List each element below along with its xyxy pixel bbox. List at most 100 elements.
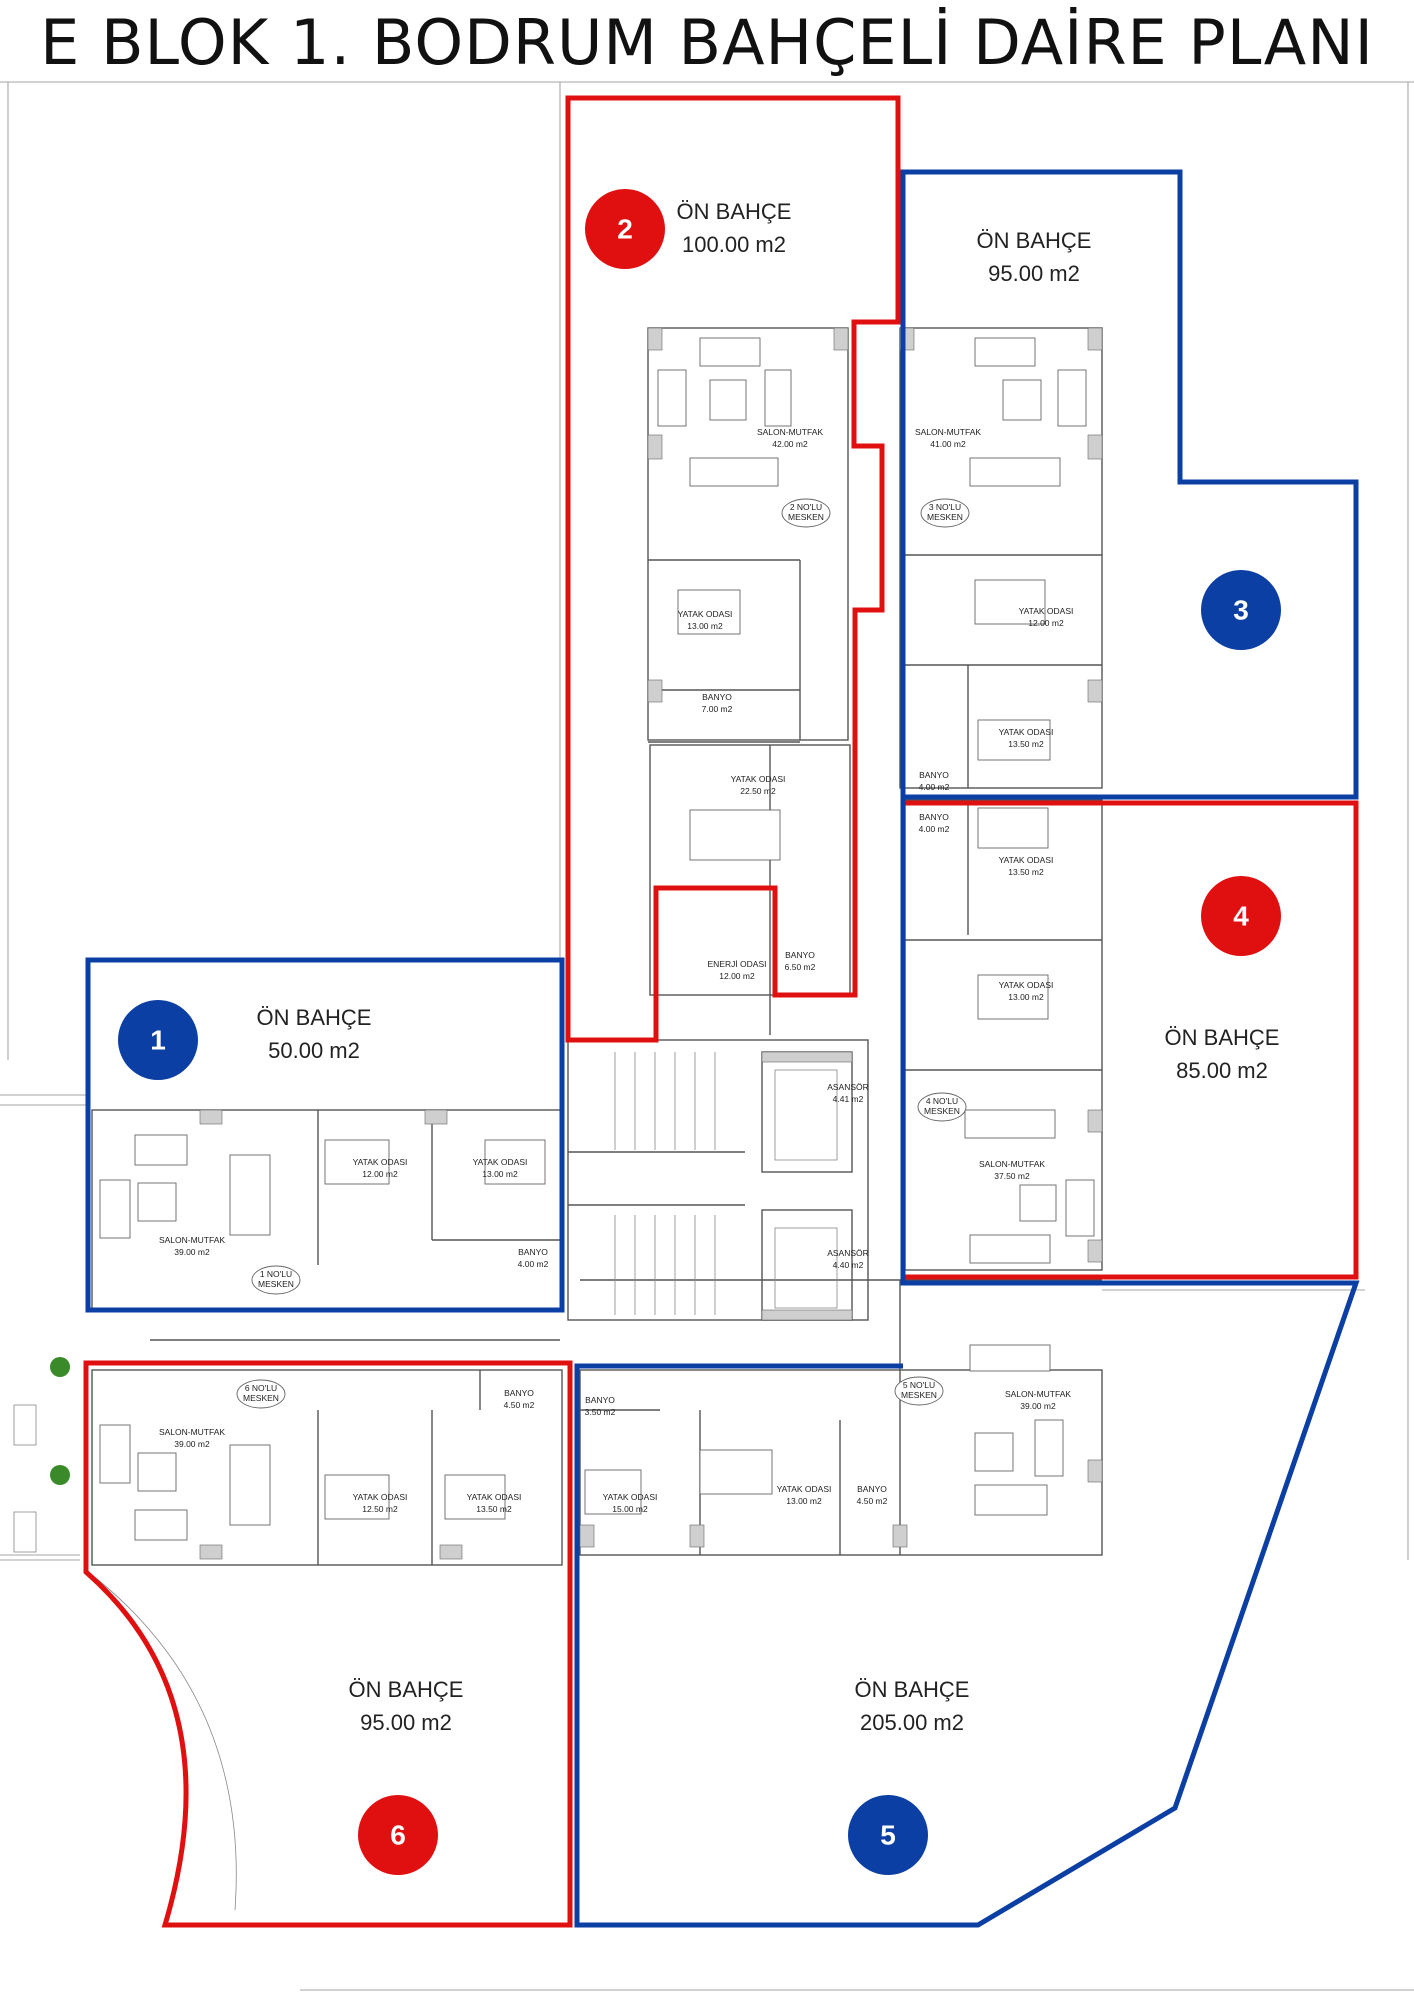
garden-area-6: 95.00 m2 — [360, 1710, 452, 1735]
mesken-badge-4-line2: MESKEN — [924, 1106, 960, 1116]
room-name: YATAK ODASI — [731, 774, 786, 784]
unit-4-outline — [900, 800, 1359, 1280]
garden-label-5: ÖN BAHÇE — [855, 1677, 970, 1702]
mesken-badge-5-line1: 5 NO'LU — [903, 1380, 935, 1390]
room-area: 12.50 m2 — [362, 1504, 398, 1514]
room-name: BANYO — [785, 950, 815, 960]
unit-number-2: 2 — [617, 214, 633, 245]
unit-badge-1 — [118, 1000, 198, 1080]
unit-badge-2 — [585, 189, 665, 269]
room-name: YATAK ODASI — [353, 1157, 408, 1167]
garden-label-1: ÖN BAHÇE — [257, 1005, 372, 1030]
garden-label-4: ÖN BAHÇE — [1165, 1025, 1280, 1050]
unit-outlines — [83, 95, 1360, 1928]
room-name: YATAK ODASI — [603, 1492, 658, 1502]
room-name: YATAK ODASI — [678, 609, 733, 619]
room-name: YATAK ODASI — [777, 1484, 832, 1494]
mesken-badge-3-line1: 3 NO'LU — [929, 502, 961, 512]
room-name: BANYO — [919, 812, 949, 822]
room-area: 22.50 m2 — [740, 786, 776, 796]
room-name: BANYO — [857, 1484, 887, 1494]
unit-2-outline — [565, 95, 901, 1043]
garden-label-3: ÖN BAHÇE — [977, 228, 1092, 253]
room-area: 39.00 m2 — [1020, 1401, 1056, 1411]
mesken-badge-2-line2: MESKEN — [788, 512, 824, 522]
garden-area-2: 100.00 m2 — [682, 232, 786, 257]
unit-badge-3 — [1201, 570, 1281, 650]
unit-1-outline — [85, 957, 565, 1313]
unit-number-3: 3 — [1233, 595, 1249, 626]
room-name: YATAK ODASI — [467, 1492, 522, 1502]
building-walls — [91, 327, 1365, 1911]
room-area: 3.50 m2 — [585, 1407, 616, 1417]
garden-area-1: 50.00 m2 — [268, 1038, 360, 1063]
energy-room-name: ENERJİ ODASI — [707, 959, 766, 969]
room-area: 12.00 m2 — [362, 1169, 398, 1179]
site-lines — [0, 81, 1414, 1991]
room-name: SALON-MUTFAK — [915, 427, 981, 437]
unit-badge-4 — [1201, 876, 1281, 956]
mesken-badge-6-line2: MESKEN — [243, 1393, 279, 1403]
plants — [13, 1357, 70, 1553]
room-area: 4.50 m2 — [504, 1400, 535, 1410]
garden-area-3: 95.00 m2 — [988, 261, 1080, 286]
mesken-badge-1-line1: 1 NO'LU — [260, 1269, 292, 1279]
elevator-bottom-name: ASANSÖR — [827, 1248, 869, 1258]
room-labels: SALON-MUTFAK 42.00 m2 YATAK ODASI 13.00 … — [159, 427, 1073, 1514]
garden-area-4: 85.00 m2 — [1176, 1058, 1268, 1083]
room-area: 13.00 m2 — [786, 1496, 822, 1506]
room-area: 13.50 m2 — [476, 1504, 512, 1514]
room-area: 6.50 m2 — [785, 962, 816, 972]
mesken-badge-1-line2: MESKEN — [258, 1279, 294, 1289]
room-name: SALON-MUTFAK — [757, 427, 823, 437]
room-area: 39.00 m2 — [174, 1247, 210, 1257]
room-name: BANYO — [702, 692, 732, 702]
room-area: 4.00 m2 — [919, 824, 950, 834]
room-name: SALON-MUTFAK — [159, 1235, 225, 1245]
room-name: SALON-MUTFAK — [1005, 1389, 1071, 1399]
room-name: YATAK ODASI — [999, 855, 1054, 865]
room-area: 7.00 m2 — [702, 704, 733, 714]
room-area: 4.50 m2 — [857, 1496, 888, 1506]
unit-number-6: 6 — [390, 1820, 406, 1851]
room-name: BANYO — [919, 770, 949, 780]
room-name: BANYO — [585, 1395, 615, 1405]
room-name: YATAK ODASI — [1019, 606, 1074, 616]
room-area: 4.00 m2 — [518, 1259, 549, 1269]
unit-number-1: 1 — [150, 1025, 166, 1056]
unit-number-4: 4 — [1233, 901, 1249, 932]
unit-badge-6 — [358, 1795, 438, 1875]
garden-labels: ÖN BAHÇE 50.00 m2 ÖN BAHÇE 100.00 m2 ÖN … — [257, 199, 1280, 1735]
garden-label-2: ÖN BAHÇE — [677, 199, 792, 224]
room-name: YATAK ODASI — [999, 980, 1054, 990]
room-area: 37.50 m2 — [994, 1171, 1030, 1181]
room-area: 41.00 m2 — [930, 439, 966, 449]
unit-6-outline — [83, 1360, 573, 1928]
room-name: YATAK ODASI — [473, 1157, 528, 1167]
furniture — [99, 337, 1095, 1541]
room-area: 4.00 m2 — [919, 782, 950, 792]
elevator-top-area: 4.41 m2 — [833, 1094, 864, 1104]
room-name: BANYO — [504, 1388, 534, 1398]
mesken-badge-4-line1: 4 NO'LU — [926, 1096, 958, 1106]
room-name: SALON-MUTFAK — [159, 1427, 225, 1437]
room-area: 13.50 m2 — [1008, 867, 1044, 877]
room-name: SALON-MUTFAK — [979, 1159, 1045, 1169]
unit-number-5: 5 — [880, 1820, 896, 1851]
room-area: 13.50 m2 — [1008, 739, 1044, 749]
unit-5-outline — [574, 607, 1360, 1928]
room-area: 12.00 m2 — [1028, 618, 1064, 628]
room-name: BANYO — [518, 1247, 548, 1257]
columns — [199, 327, 1103, 1560]
elevator-bottom-area: 4.40 m2 — [833, 1260, 864, 1270]
room-area: 15.00 m2 — [612, 1504, 648, 1514]
mesken-badge-2-line1: 2 NO'LU — [790, 502, 822, 512]
garden-label-6: ÖN BAHÇE — [349, 1677, 464, 1702]
mesken-badge-3-line2: MESKEN — [927, 512, 963, 522]
garden-area-5: 205.00 m2 — [860, 1710, 964, 1735]
energy-room-area: 12.00 m2 — [719, 971, 755, 981]
room-area: 42.00 m2 — [772, 439, 808, 449]
room-name: YATAK ODASI — [999, 727, 1054, 737]
mesken-ovals: 1 NO'LU MESKEN 2 NO'LU MESKEN 3 NO'LU ME… — [236, 498, 970, 1409]
